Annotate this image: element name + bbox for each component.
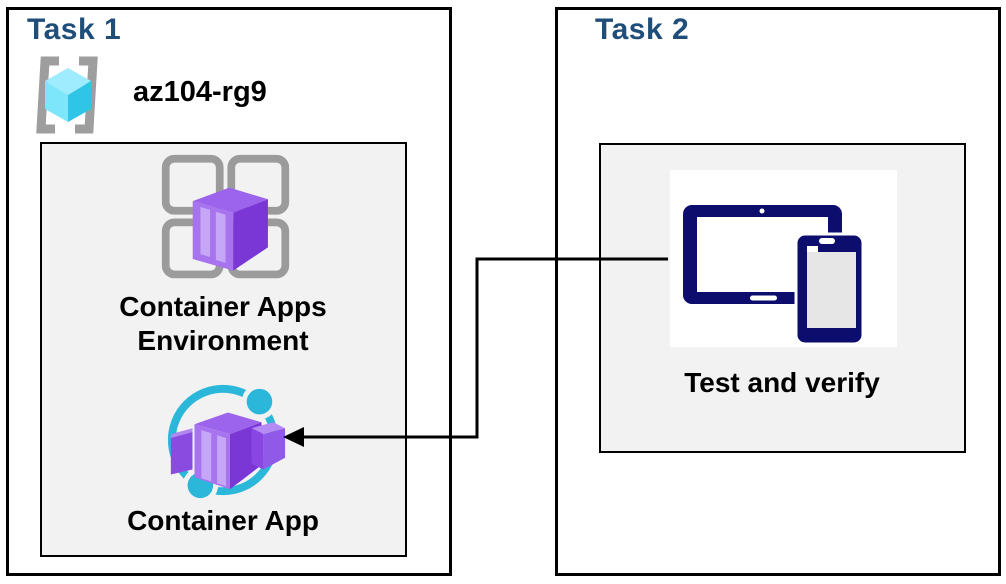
dot-top-right xyxy=(246,388,273,415)
tablet-camera-dot xyxy=(759,208,765,214)
box-front-face xyxy=(192,201,234,271)
main-box-stripe-2 xyxy=(217,435,226,487)
cube-top-face xyxy=(45,68,91,95)
devices-icon xyxy=(683,205,865,346)
task2-title: Task 2 xyxy=(595,13,690,46)
left-box-face xyxy=(170,432,193,475)
container-app-label: Container App xyxy=(127,505,319,536)
phone-speaker xyxy=(819,238,835,244)
resource-group-icon xyxy=(36,56,98,134)
cube-left-face xyxy=(45,81,68,122)
right-box-top xyxy=(251,422,286,435)
left-bracket-shape xyxy=(36,56,59,134)
container-apps-environment-label: Container Apps Environment xyxy=(119,291,327,356)
container-app-icon xyxy=(167,383,286,504)
box-right-face xyxy=(233,199,268,271)
main-box-stripe-1 xyxy=(201,430,212,482)
box-stripe-1 xyxy=(200,206,211,258)
container-apps-environment-icon xyxy=(161,154,290,279)
phone-screen xyxy=(807,252,856,328)
box-stripe-2 xyxy=(215,211,226,263)
resource-group-name: az104-rg9 xyxy=(133,76,267,108)
cube-right-face xyxy=(68,81,91,122)
box-top-face xyxy=(192,187,268,213)
tablet-home-button xyxy=(750,295,777,301)
devices-icon-background xyxy=(670,170,897,347)
right-box-side xyxy=(263,428,286,470)
phone-screen-notch xyxy=(807,246,818,252)
main-box-top xyxy=(194,412,262,435)
task1-title: Task 1 xyxy=(27,13,122,46)
test-and-verify-label: Test and verify xyxy=(684,367,880,398)
right-box-front xyxy=(251,428,264,470)
